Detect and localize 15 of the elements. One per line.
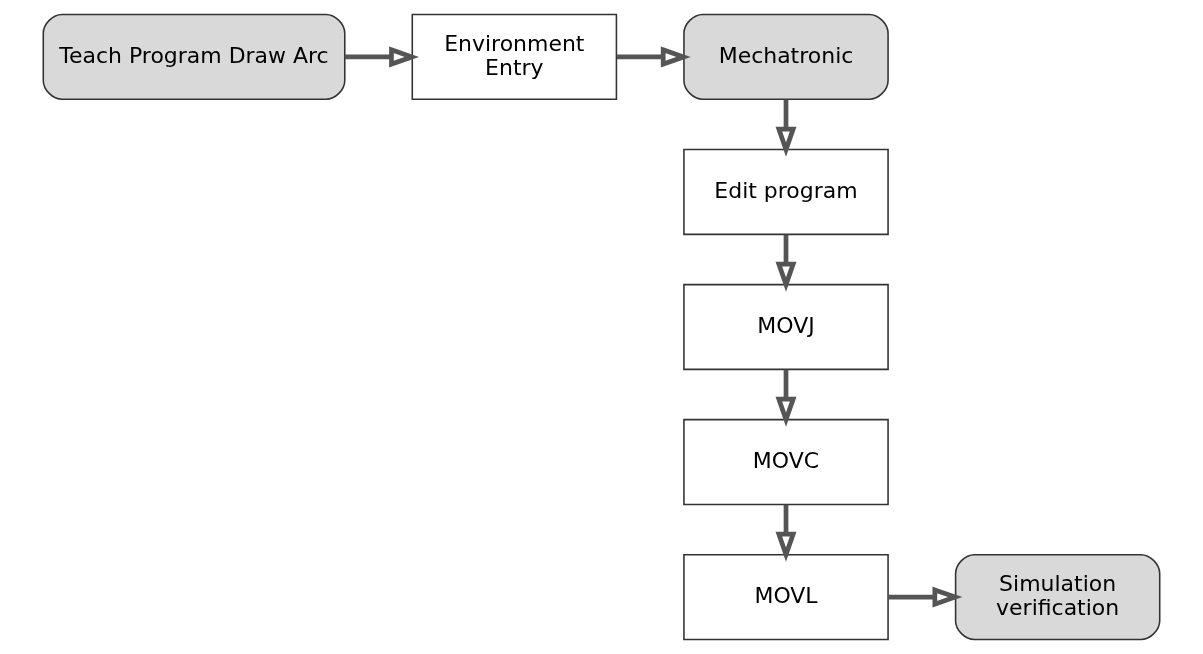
node-box: MOVL	[683, 553, 889, 641]
arrow	[617, 46, 691, 68]
arrow	[775, 234, 797, 292]
node-box: Simulation verification	[954, 553, 1161, 641]
node-box: Edit program	[683, 148, 889, 236]
arrow	[775, 99, 797, 157]
arrow	[344, 46, 419, 68]
node-box: Mechatronic	[683, 13, 889, 101]
node-box: MOVC	[683, 418, 889, 506]
node-box: MOVJ	[683, 283, 889, 371]
node-box: Teach Program Draw Arc	[42, 13, 346, 101]
arrow	[775, 369, 797, 427]
arrow	[775, 504, 797, 562]
arrow	[888, 586, 963, 608]
node-box: Environment Entry	[411, 13, 618, 101]
